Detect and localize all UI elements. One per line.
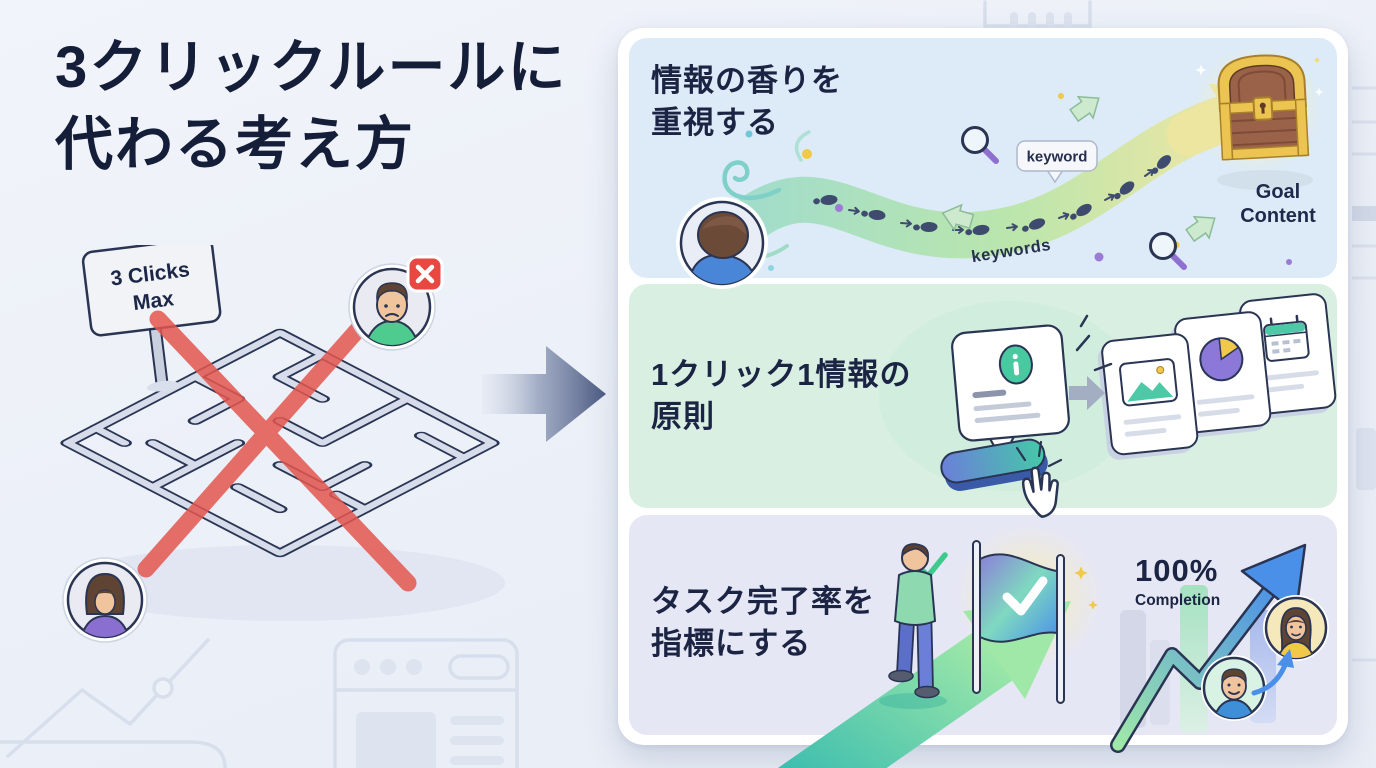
panel-task-completion: タスク完了率を 指標にする <box>629 515 1337 768</box>
bg-linechart <box>6 638 210 758</box>
x-badge-icon <box>406 255 444 293</box>
keyword-tag: keyword <box>1016 140 1098 184</box>
scent-arrow-up2 <box>1181 206 1223 247</box>
bg-browser-window <box>333 638 519 768</box>
panel1-title-line1: 情報の香りを <box>651 63 843 98</box>
panel1-title: 情報の香りを 重視する <box>651 60 843 144</box>
calendar-icon <box>1263 314 1310 362</box>
small-growth-arrow <box>1251 649 1294 696</box>
happy-user-avatar-male <box>1201 655 1267 721</box>
one-click-illustration <box>879 293 1337 518</box>
panel2-title-line1: 1クリック1情報の <box>651 357 912 392</box>
panel1-title-line2: 重視する <box>651 105 779 141</box>
bg-right-lines <box>1352 86 1376 662</box>
pie-chart-icon <box>1199 337 1244 382</box>
keyword-tag-label: keyword <box>1027 149 1088 166</box>
woman-user-avatar <box>62 557 148 643</box>
flag-icon <box>972 540 1065 704</box>
content-card-image <box>1097 333 1199 460</box>
treasure-chest-icon <box>1217 54 1310 161</box>
completion-illustration: 100% Completion <box>777 525 1329 768</box>
page-title: 3クリックルールに 代わる考え方 <box>55 30 568 183</box>
info-icon <box>998 344 1033 385</box>
panel3-title-line2: 指標にする <box>651 626 812 662</box>
emphasis-sparks <box>1075 314 1113 372</box>
transition-arrow-icon <box>482 346 606 442</box>
content-card-pie <box>1170 311 1272 438</box>
walking-person <box>879 543 947 709</box>
page-title-line1: 3クリックルールに <box>55 35 568 100</box>
frustrated-user-avatar <box>348 255 444 351</box>
maze-illustration: 3 Clicks Max <box>60 245 505 643</box>
hand-cursor-icon <box>1021 466 1059 518</box>
panel2-title: 1クリック1情報の 原則 <box>651 354 911 438</box>
click-sparks <box>1015 440 1063 468</box>
sign-text-line2: Max <box>132 287 176 315</box>
panel3-title-line1: タスク完了率を <box>651 584 875 619</box>
happy-user-avatar-female <box>1263 595 1329 661</box>
page-title-line2: 代わる考え方 <box>55 111 416 177</box>
panel3-title: タスク完了率を 指標にする <box>651 581 875 665</box>
flow-arrow-icon <box>1069 376 1105 410</box>
red-x-mark <box>137 310 417 592</box>
completion-label: Completion <box>1135 592 1220 609</box>
image-card-icon <box>1119 358 1178 407</box>
magnifier-icon <box>963 128 997 162</box>
panel-information-scent: 情報の香りを 重視する <box>629 38 1337 289</box>
info-bubble-card <box>951 324 1070 463</box>
goal-label-line2: Content <box>1240 205 1316 227</box>
magnifier-icon-2 <box>1151 234 1185 268</box>
scent-arrow-up1 <box>1065 86 1107 127</box>
panel2-title-line2: 原則 <box>651 399 715 435</box>
scent-illustration: keyword keywords <box>676 46 1324 289</box>
percent-label: 100% <box>1135 553 1218 588</box>
panel-one-click-one-info: 1クリック1情報の 原則 <box>629 284 1337 518</box>
searching-user-avatar <box>676 197 768 289</box>
goal-label-line1: Goal <box>1256 181 1300 203</box>
principles-card: 情報の香りを 重視する <box>618 28 1348 768</box>
